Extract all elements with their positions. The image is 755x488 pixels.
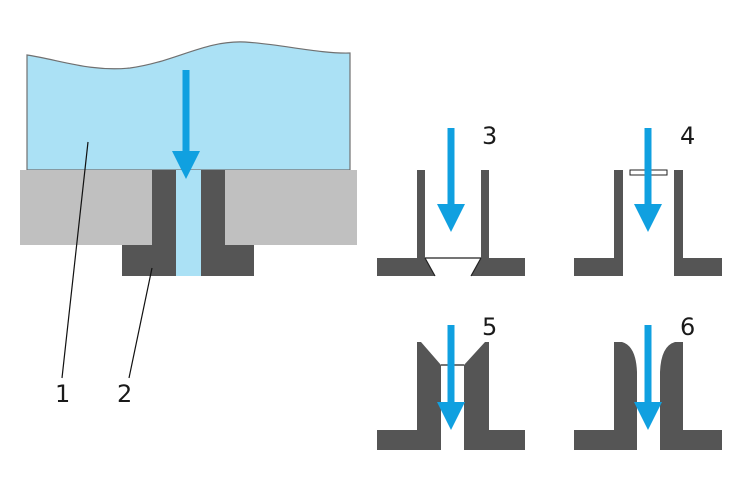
label-4: 4 xyxy=(680,122,695,150)
variant-5: 5 xyxy=(377,313,525,450)
nozzle-body xyxy=(122,170,176,276)
label-1: 1 xyxy=(55,380,70,408)
label-2: 2 xyxy=(117,380,132,408)
main-cross-section: 1 2 xyxy=(20,41,357,408)
channel-liquid xyxy=(176,170,201,276)
variant-3-cone xyxy=(424,257,482,277)
label-3: 3 xyxy=(482,122,497,150)
label-6: 6 xyxy=(680,313,695,341)
variant-6: 6 xyxy=(574,313,722,450)
label-5: 5 xyxy=(482,313,497,341)
variant-4: 4 xyxy=(574,122,722,276)
nozzle-body-right xyxy=(201,170,254,276)
leader-line-2 xyxy=(128,267,153,379)
variant-3: 3 xyxy=(377,122,525,277)
leader-line-1 xyxy=(61,141,89,379)
